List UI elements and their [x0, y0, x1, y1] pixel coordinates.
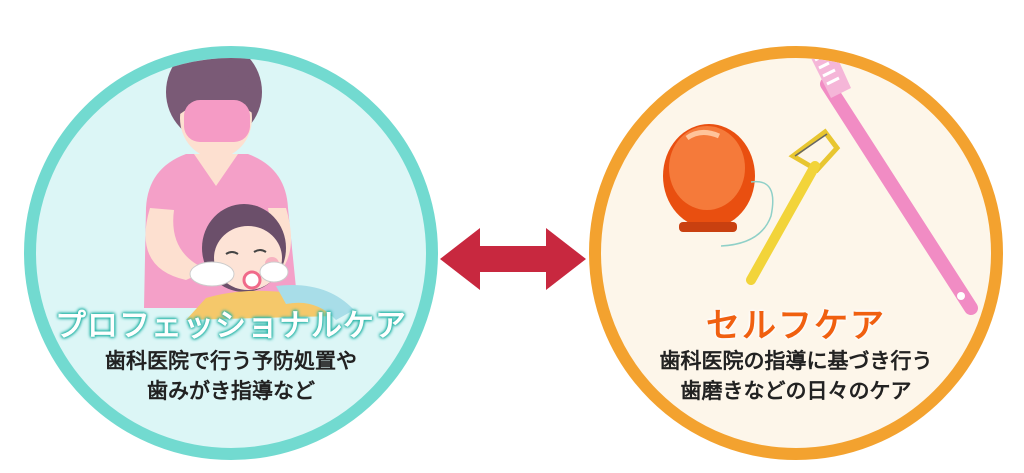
- floss-pick-icon: [746, 128, 841, 285]
- self-care-title: セルフケア: [706, 306, 886, 346]
- professional-care-desc-line1: 歯科医院で行う予防処置や: [105, 349, 357, 373]
- professional-care-circle: プロフェッショナルケア 歯科医院で行う予防処置や 歯みがき指導など: [24, 46, 438, 460]
- self-care-illustration: [663, 58, 978, 315]
- self-care-desc-line2: 歯磨きなどの日々のケア: [680, 379, 912, 403]
- dentist-with-child-illustration-icon: [144, 58, 354, 320]
- double-arrow-icon: [440, 228, 586, 290]
- professional-care-description: 歯科医院で行う予防処置や 歯みがき指導など: [36, 346, 426, 406]
- professional-care-title: プロフェッショナルケア: [55, 308, 407, 344]
- self-care-description: 歯科医院の指導に基づき行う 歯磨きなどの日々のケア: [601, 346, 991, 406]
- floss-case-icon: [663, 124, 774, 247]
- professional-care-desc-line2: 歯みがき指導など: [147, 379, 315, 403]
- self-care-desc-line1: 歯科医院の指導に基づき行う: [659, 349, 933, 373]
- toothbrush-icon: [811, 58, 978, 315]
- self-care-circle: セルフケア 歯科医院の指導に基づき行う 歯磨きなどの日々のケア: [589, 46, 1003, 460]
